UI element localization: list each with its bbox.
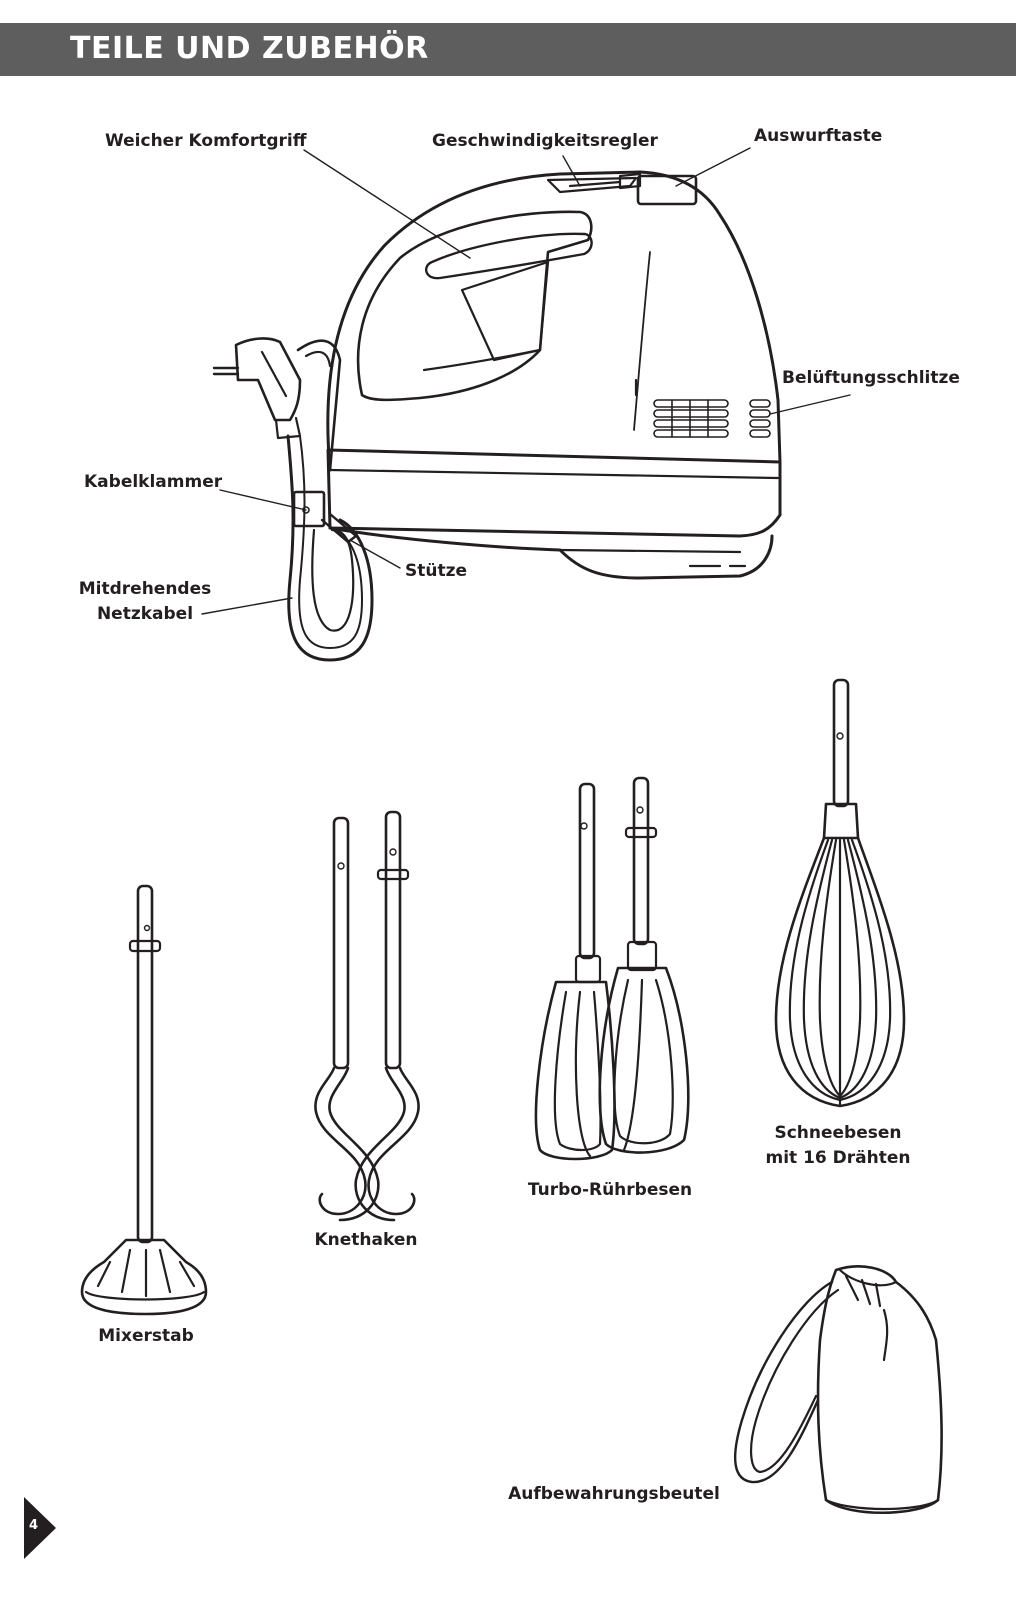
leader-lines: [202, 148, 850, 614]
vent-slots-drawing: [654, 400, 770, 437]
label-blender-rod: Mixerstab: [98, 1326, 194, 1346]
whisk-drawing: [776, 680, 904, 1106]
label-stand: Stütze: [405, 561, 468, 581]
label-swivel-cord-line1: Mitdrehendes: [78, 579, 212, 599]
section-title: TEILE UND ZUBEHÖR: [70, 31, 429, 66]
label-eject-button: Auswurftaste: [754, 126, 883, 146]
storage-bag-drawing: [735, 1266, 941, 1512]
label-speed-control: Geschwindigkeitsregler: [432, 131, 658, 151]
blender-rod-drawing: [82, 886, 206, 1314]
label-whisk-line2: mit 16 Drähten: [765, 1148, 911, 1168]
label-storage-bag: Aufbewahrungsbeutel: [508, 1484, 720, 1504]
label-cord-clip: Kabelklammer: [84, 472, 223, 492]
label-whisk-line1: Schneebesen: [774, 1123, 902, 1143]
label-soft-grip: Weicher Komfortgriff: [105, 131, 307, 151]
label-dough-hooks: Knethaken: [314, 1230, 418, 1250]
turbo-beaters-drawing: [536, 778, 688, 1159]
hand-mixer-drawing: [214, 172, 780, 660]
label-swivel-cord-line2: Netzkabel: [96, 604, 194, 624]
dough-hooks-drawing: [315, 812, 418, 1220]
page-number-tab: [24, 1497, 56, 1559]
section-header-bar: TEILE UND ZUBEHÖR: [0, 23, 1016, 76]
label-vents: Belüftungsschlitze: [782, 368, 960, 388]
label-turbo-beaters: Turbo-Rührbesen: [527, 1180, 693, 1200]
label-swivel-cord: Mitdrehendes Netzkabel: [78, 577, 212, 627]
page-number: 4: [29, 1518, 39, 1533]
label-whisk: Schneebesen mit 16 Drähten: [758, 1121, 918, 1171]
